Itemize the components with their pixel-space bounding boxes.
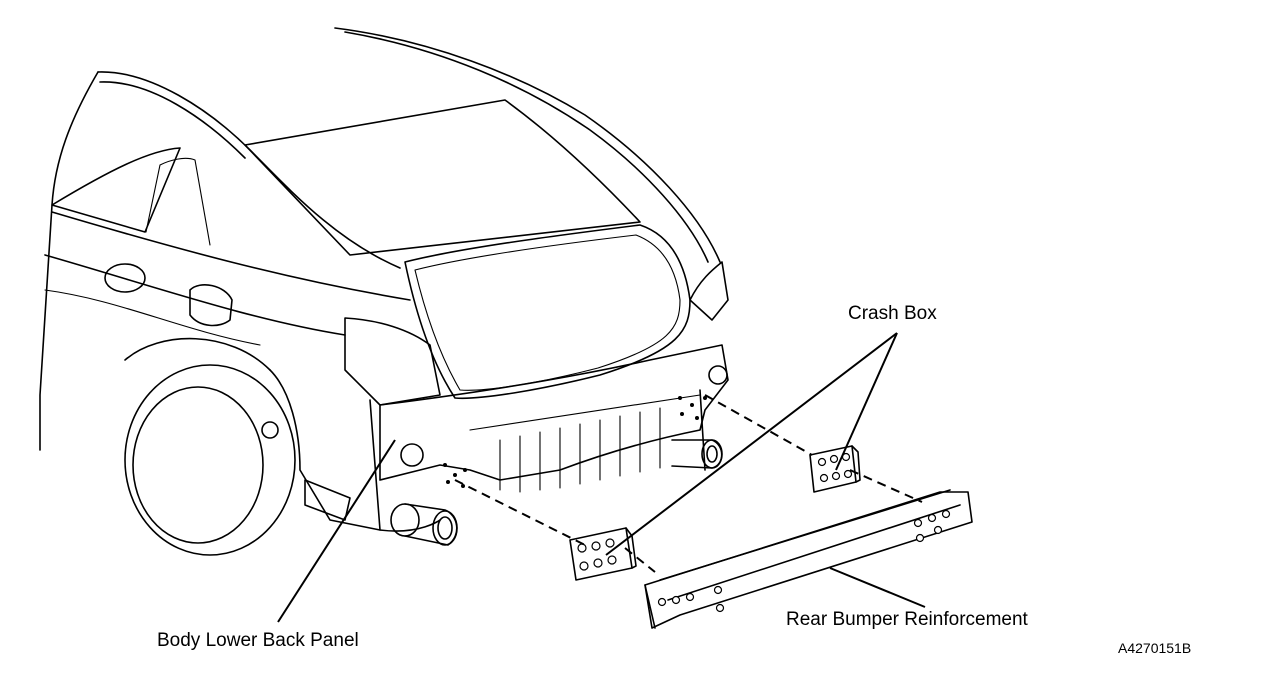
assembly-lines xyxy=(454,394,923,573)
figure-code: A4270151B xyxy=(1118,640,1192,656)
label-body-lower-back-panel: Body Lower Back Panel xyxy=(157,630,359,651)
crash-box-left xyxy=(569,527,637,581)
crash-box-right xyxy=(809,445,861,493)
car-body xyxy=(39,27,729,556)
leader-lines xyxy=(277,332,926,623)
rear-bumper-reinforcement xyxy=(644,489,973,629)
label-crash-box: Crash Box xyxy=(848,303,937,324)
exhaust-left xyxy=(390,503,458,546)
exhaust-right xyxy=(671,439,723,469)
label-rear-bumper-reinforcement: Rear Bumper Reinforcement xyxy=(786,609,1028,630)
